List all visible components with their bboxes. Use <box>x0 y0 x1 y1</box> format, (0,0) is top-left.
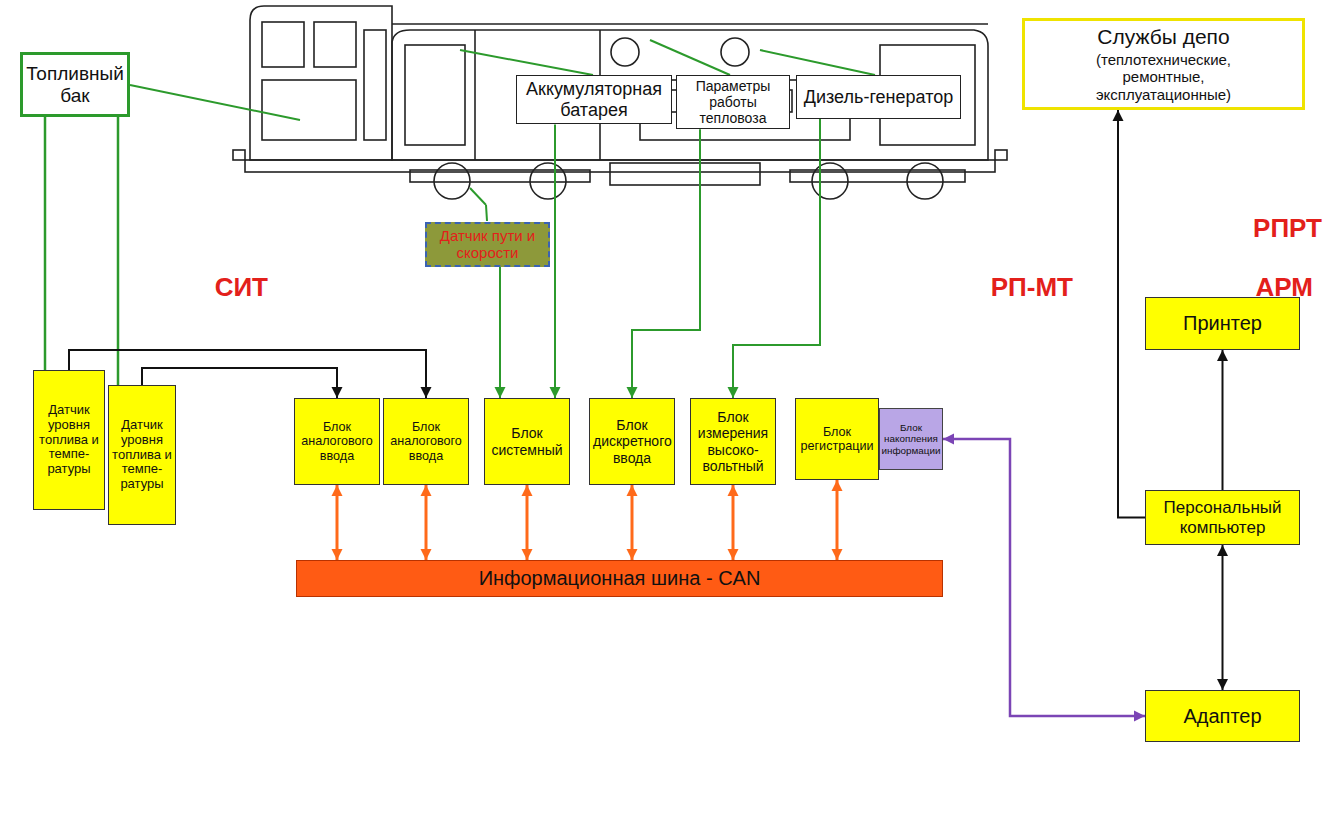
box-label: Блок накопления информации <box>881 422 941 456</box>
arrow-head <box>1113 110 1124 121</box>
cab-panel <box>262 80 356 140</box>
wheel <box>530 163 566 199</box>
subsystem-region: АРМПринтерПерсональный компьютерАдаптер <box>1097 265 1325 800</box>
unit-block: Блок аналогового ввода <box>294 398 380 485</box>
equipment-box: Дизель-генератор <box>796 75 961 119</box>
hood-outline <box>392 30 988 160</box>
box-label: Дизель-генератор <box>800 87 957 108</box>
leader-line <box>460 50 593 75</box>
unit-block: Блок аналогового ввода <box>383 398 469 485</box>
box-label: Топливный бак <box>26 63 124 107</box>
cab-window <box>262 22 304 67</box>
device-box: Принтер <box>1145 297 1300 350</box>
box-label: Параметры работы тепловоза <box>679 78 787 126</box>
device-box: Персональный компьютер <box>1145 490 1300 545</box>
wheel <box>812 163 848 199</box>
leader-line <box>650 40 730 75</box>
box-label: Блок измерения высоко- вольтный <box>694 409 772 473</box>
fuel-tank-box: Топливный бак <box>20 52 130 117</box>
cab-window <box>314 22 356 67</box>
box-label: Блок системный <box>488 425 566 457</box>
subsystem-region: СИТ Датчик уровня топлива и темпе- ратуры… <box>22 265 280 800</box>
unit-block: Блок регистрации <box>795 398 879 480</box>
cab-outline <box>250 6 392 160</box>
equipment-box: Параметры работы тепловоза <box>676 75 790 129</box>
box-label: Персональный компьютер <box>1149 498 1296 537</box>
box-label: Службы депо <box>1070 25 1257 49</box>
region-label: СИТ <box>22 265 280 303</box>
subsystem-region: РП-МТ Блок аналогового ввода Блок аналогов… <box>288 265 1085 800</box>
hood-grille <box>405 45 465 145</box>
leader-line <box>760 50 875 75</box>
sensor-box: Датчик пути и скорости <box>425 222 550 267</box>
fan <box>721 38 749 66</box>
system-region: РПРТДатчик пути и скоростиСИТ Датчик уров… <box>0 200 1340 831</box>
box-label: Датчик уровня топлива и темпе- ратуры <box>36 403 102 478</box>
region-label: РПРТ <box>0 200 1340 244</box>
region-label: РП-МТ <box>288 265 1085 303</box>
hood-railing <box>392 23 988 25</box>
box-label: Блок аналогового ввода <box>387 420 465 463</box>
wheel <box>434 163 470 199</box>
unit-block: Блок дискретного ввода <box>589 398 675 485</box>
device-box: Адаптер <box>1145 690 1300 742</box>
box-label: Блок аналогового ввода <box>298 420 376 463</box>
box-label: Аккумуляторная батарея <box>520 79 668 120</box>
can-bus: Информационная шина - CAN <box>296 560 943 597</box>
sensor-box: Датчик уровня топлива и темпе- ратуры <box>108 385 176 525</box>
box-label: Блок регистрации <box>799 425 875 454</box>
wheel <box>907 163 943 199</box>
fuel-tank-shape <box>610 163 760 185</box>
bogie-frame <box>790 170 965 182</box>
unit-block: Блок измерения высоко- вольтный <box>690 398 776 485</box>
box-label: Принтер <box>1149 312 1296 335</box>
sensor-box: Датчик уровня топлива и темпе- ратуры <box>33 370 105 510</box>
leader-line <box>130 85 300 120</box>
box-label: Информационная шина - CAN <box>300 567 939 590</box>
fan <box>611 38 639 66</box>
equipment-box: Аккумуляторная батарея <box>516 75 672 124</box>
hood-seam <box>474 30 476 160</box>
box-label: Блок дискретного ввода <box>593 417 671 465</box>
box-label: Датчик пути и скорости <box>430 227 545 262</box>
buffer <box>233 150 245 160</box>
unit-block: Блок системный <box>484 398 570 485</box>
buffer <box>995 150 1007 160</box>
box-label: Датчик уровня топлива и темпе- ратуры <box>111 418 173 493</box>
box-label: (теплотехнические, ремонтные, эксплуатац… <box>1070 51 1257 103</box>
depot-services-box: Службы депо(теплотехнические, ремонтные,… <box>1022 18 1305 110</box>
cab-door <box>364 30 386 140</box>
box-label: Адаптер <box>1149 705 1296 728</box>
storage-block: Блок накопления информации <box>879 408 943 470</box>
